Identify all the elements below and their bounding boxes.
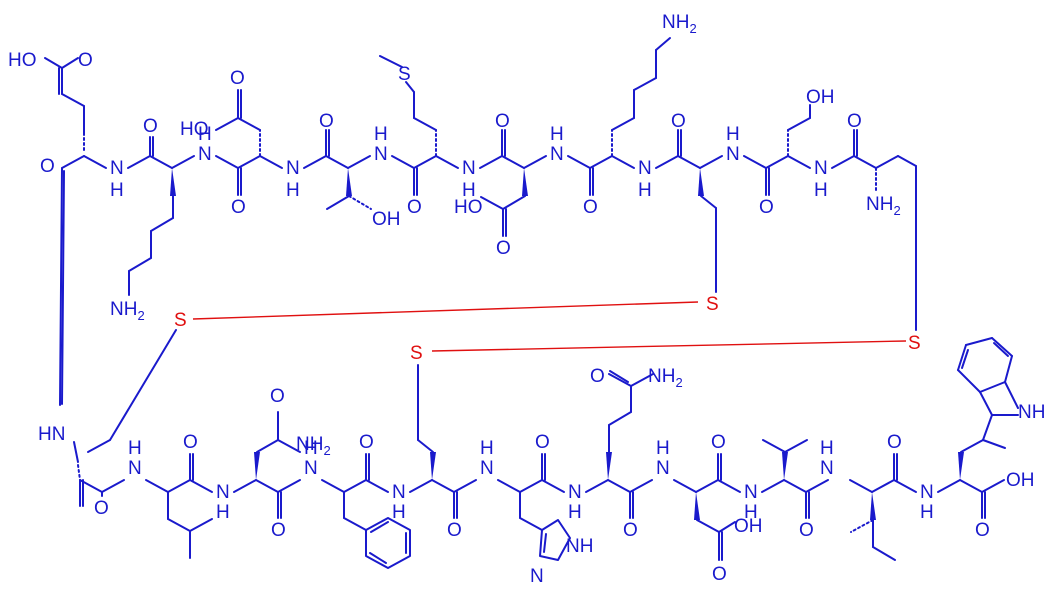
atom-label: H: [110, 180, 124, 201]
atom-label: H: [286, 180, 300, 201]
atom-label: O: [887, 432, 902, 453]
atom-label: N: [920, 482, 934, 503]
atom-label: H: [392, 502, 406, 523]
atom-label: N: [568, 482, 582, 503]
atom-label: N: [392, 482, 406, 503]
atom-label: O: [711, 432, 726, 453]
atom-label: H: [568, 502, 582, 523]
atom-label: H: [216, 502, 230, 523]
atom-label: N: [820, 458, 834, 479]
atom-label: O: [590, 366, 605, 387]
atom-label: H: [550, 124, 564, 145]
atom-label: N: [286, 158, 300, 179]
atom-label: O: [975, 520, 990, 541]
atom-label: NH: [1018, 402, 1045, 423]
disulfide-bond-1: [192, 301, 699, 320]
atom-label: HN: [38, 424, 65, 445]
sulfur-atom: S: [706, 294, 719, 315]
atom-label: O: [271, 520, 286, 541]
atom-label: OH: [734, 516, 763, 537]
atom-label: O: [231, 197, 246, 218]
atom-label: NH2: [110, 299, 145, 323]
atom-label: H: [744, 502, 758, 523]
atom-label: N: [550, 144, 564, 165]
sulfur-labels: S S S S: [174, 294, 921, 364]
atom-label: O: [270, 386, 285, 407]
atom-label: O: [623, 520, 638, 541]
atom-label: H: [304, 438, 318, 459]
atom-label: H: [128, 438, 142, 459]
atom-label: HO: [180, 119, 209, 140]
sulfur-atom: S: [174, 310, 187, 331]
bottom-chain-bonds: [73, 329, 1019, 569]
atom-label: NH2: [296, 434, 331, 458]
atom-label: N: [656, 458, 670, 479]
atom-label: N: [198, 144, 212, 165]
atom-label: O: [759, 197, 774, 218]
atom-label: O: [671, 111, 686, 132]
atom-label: S: [398, 64, 411, 85]
atom-label: N: [744, 482, 758, 503]
atom-label: O: [447, 520, 462, 541]
sulfur-atom: S: [908, 333, 921, 354]
top-chain-bonds: [44, 37, 917, 406]
atom-label: N: [814, 158, 828, 179]
atom-label: H: [814, 180, 828, 201]
atom-label: OH: [372, 209, 401, 230]
atom-label: O: [535, 432, 550, 453]
atom-label: OH: [806, 87, 835, 108]
atom-label: N: [530, 566, 544, 587]
disulfide-bond-2: [431, 340, 907, 352]
bottom-chain-labels: HN O N H O O NH2 N H O N H O N H O N H O…: [38, 366, 1045, 587]
atom-label: H: [198, 124, 212, 145]
atom-label: O: [78, 50, 93, 71]
atom-label: H: [638, 180, 652, 201]
top-chain-labels: HO O O N H O N H NH2 HO O O N H O OH N H…: [8, 12, 901, 323]
atom-label: O: [359, 432, 374, 453]
atom-label: H: [374, 124, 388, 145]
atom-label: N: [726, 144, 740, 165]
atom-label: O: [230, 68, 245, 89]
atom-label: O: [319, 111, 334, 132]
atom-label: O: [799, 520, 814, 541]
disulfide-bonds: [192, 301, 907, 352]
atom-label: O: [40, 156, 55, 177]
atom-label: N: [374, 144, 388, 165]
atom-label: N: [216, 482, 230, 503]
atom-label: NH2: [662, 12, 697, 36]
atom-label: O: [183, 432, 198, 453]
atom-label: O: [407, 197, 422, 218]
atom-label: NH2: [648, 366, 683, 390]
atom-label: O: [143, 116, 158, 137]
atom-label: H: [920, 502, 934, 523]
atom-label: OH: [1006, 470, 1035, 491]
atom-label: O: [94, 498, 109, 519]
atom-label: N: [304, 458, 318, 479]
sulfur-atom: S: [410, 343, 423, 364]
atom-label: HO: [454, 197, 483, 218]
atom-label: O: [496, 238, 511, 259]
atom-label: H: [462, 180, 476, 201]
atom-label: O: [583, 197, 598, 218]
atom-label: O: [712, 564, 727, 585]
atom-label: H: [480, 438, 494, 459]
atom-label: H: [656, 438, 670, 459]
atom-label: H: [820, 438, 834, 459]
atom-label: N: [638, 158, 652, 179]
atom-label: H: [726, 124, 740, 145]
atom-label: N: [128, 458, 142, 479]
atom-label: NH2: [866, 194, 901, 218]
atom-label: NH: [566, 536, 593, 557]
atom-label: N: [462, 158, 476, 179]
atom-label: N: [110, 158, 124, 179]
atom-label: N: [480, 458, 494, 479]
atom-label: O: [495, 111, 510, 132]
atom-label: O: [847, 111, 862, 132]
atom-label: HO: [8, 50, 37, 71]
